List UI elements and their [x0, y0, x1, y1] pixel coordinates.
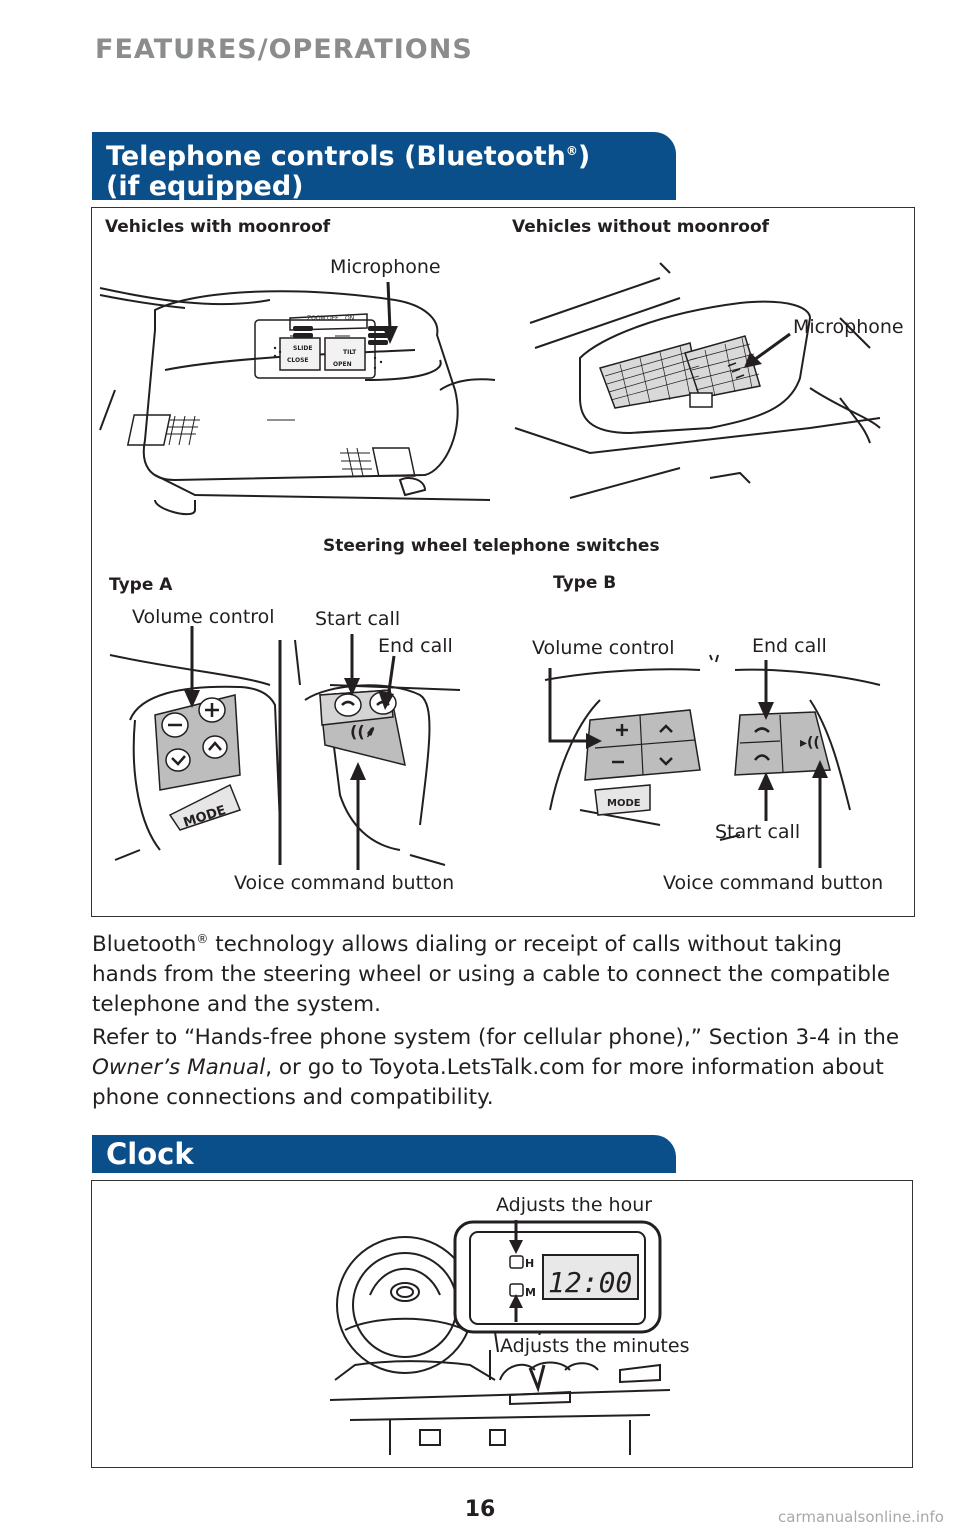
telephone-title-close: ) — [577, 141, 591, 172]
microphone-label-left: Microphone — [330, 256, 441, 278]
clock-dashboard-illustration: 12:00 H M — [329, 1220, 671, 1455]
type-a-steering-switches-illustration: MODE ((⸙ — [109, 639, 461, 866]
voice-icon-a: ((⸙ — [350, 722, 377, 741]
without-moonroof-label: Vehicles without moonroof — [512, 217, 770, 237]
refer-paragraph: Refer to “Hands-free phone system (for c… — [92, 1023, 912, 1113]
type-b-pointers — [548, 660, 828, 868]
type-a-end-call-label: End call — [378, 635, 453, 657]
registered-mark: ® — [565, 144, 578, 158]
type-b-label: Type B — [553, 573, 617, 593]
clock-display — [542, 1254, 639, 1300]
minute-button-label: M — [525, 1286, 536, 1299]
hour-button-label: H — [525, 1257, 534, 1270]
clock-banner: Clock — [92, 1135, 676, 1173]
open-text: OPEN — [333, 361, 352, 368]
type-b-volume-label: Volume control — [532, 637, 675, 659]
bluetooth-paragraph-body: technology allows dialing or receipt of … — [92, 932, 891, 1018]
close-text: CLOSE — [287, 357, 309, 364]
clock-title: Clock — [106, 1137, 194, 1171]
voice-icon-b: ▸(( — [800, 735, 820, 751]
steering-switches-title: Steering wheel telephone switches — [323, 536, 660, 556]
owners-manual-reference: Owner’s Manual — [92, 1055, 266, 1080]
off-text: OFF — [327, 315, 339, 322]
type-a-volume-label: Volume control — [132, 606, 275, 628]
refer-paragraph-start: Refer to “Hands-free phone system (for c… — [92, 1025, 900, 1050]
hour-button[interactable] — [509, 1255, 524, 1269]
section-header: FEATURES/OPERATIONS — [95, 34, 473, 65]
with-moonroof-label: Vehicles with moonroof — [105, 217, 331, 237]
telephone-title-line2: (if equipped) — [106, 171, 304, 202]
type-a-voice-command-label: Voice command button — [234, 872, 455, 894]
tilt-text: TILT — [343, 349, 357, 356]
adjust-hour-label: Adjusts the hour — [496, 1194, 653, 1216]
telephone-title-line1: Telephone controls (Bluetooth — [106, 141, 566, 172]
bluetooth-paragraph: Bluetooth® technology allows dialing or … — [92, 924, 912, 1020]
type-b-start-call-label: Start call — [715, 821, 801, 843]
page-number: 16 — [464, 1497, 496, 1522]
slide-text: SLIDE — [293, 345, 312, 352]
type-a-pointers — [184, 626, 396, 870]
adjust-minutes-label: Adjusts the minutes — [500, 1335, 690, 1357]
telephone-title: Telephone controls (Bluetooth®) (if equi… — [106, 136, 590, 202]
minute-button[interactable] — [509, 1283, 524, 1297]
overhead-console-no-moonroof-illustration — [514, 262, 881, 499]
microphone-pointer-right — [744, 332, 791, 368]
on-text: ON — [345, 315, 354, 322]
type-a-start-call-label: Start call — [315, 608, 401, 630]
type-b-end-call-label: End call — [752, 635, 827, 657]
type-b-voice-command-label: Voice command button — [663, 872, 884, 894]
telephone-banner: Telephone controls (Bluetooth®) (if equi… — [92, 132, 676, 202]
overhead-console-moonroof-illustration: ZOOM OFF ON SLIDE TILT CLOSE OPEN — [99, 287, 496, 516]
bluetooth-word: Bluetooth — [92, 932, 197, 958]
microphone-pointer-left — [382, 281, 398, 344]
para-registered-mark: ® — [196, 932, 209, 946]
watermark: carmanualsonline.info — [778, 1508, 944, 1526]
type-b-mode-button: MODE — [607, 798, 641, 809]
clock-time: 12:00 — [548, 1266, 632, 1299]
zoom-text: ZOOM — [307, 315, 326, 322]
type-b-steering-switches-illustration: ▸(( MODE — [544, 654, 881, 841]
refer-paragraph-end: , or go to Toyota.LetsTalk.com for more … — [92, 1055, 884, 1110]
type-a-label: Type A — [109, 575, 173, 595]
